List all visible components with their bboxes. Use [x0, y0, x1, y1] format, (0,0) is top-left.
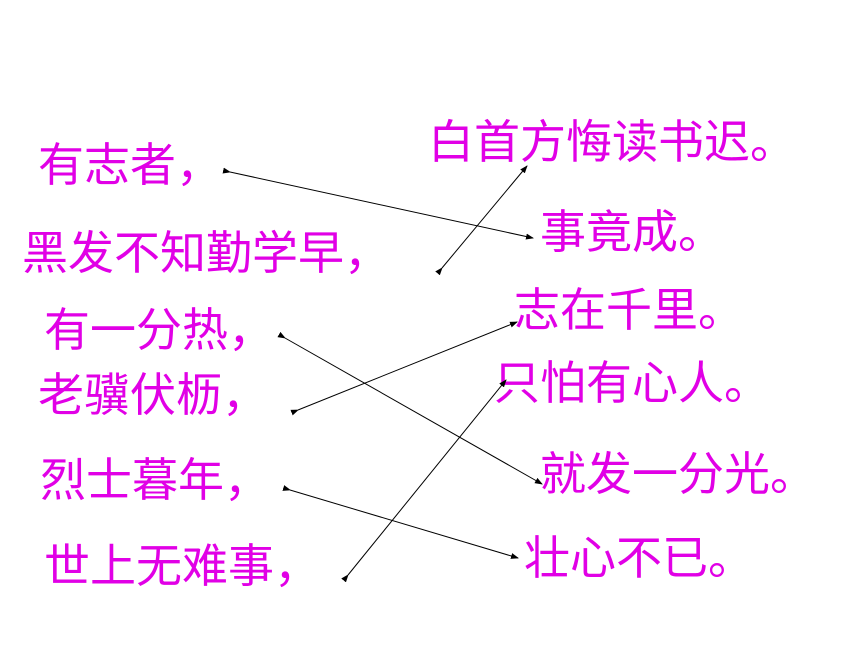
connector-line-5: [282, 485, 519, 559]
left-phrase-6: 世上无难事，: [44, 539, 320, 593]
connector-line-2: [435, 165, 528, 276]
right-phrase-6: 壮心不已。: [524, 531, 754, 585]
right-phrase-5: 就发一分光。: [540, 447, 816, 501]
right-phrase-3: 志在千里。: [514, 283, 744, 337]
left-phrase-1: 有志者，: [38, 138, 222, 192]
connector-line-6: [341, 379, 507, 583]
right-phrase-2: 事竟成。: [540, 205, 724, 259]
left-phrase-3: 有一分热，: [44, 303, 274, 357]
left-phrase-2: 黑发不知勤学早，: [22, 226, 390, 280]
right-phrase-1: 白首方悔读书迟。: [428, 115, 796, 169]
left-phrase-5: 烈士暮年，: [40, 453, 270, 507]
right-phrase-4: 只怕有心人。: [494, 356, 770, 410]
connector-line-4: [290, 321, 518, 416]
left-phrase-4: 老骥伏枥，: [38, 368, 268, 422]
